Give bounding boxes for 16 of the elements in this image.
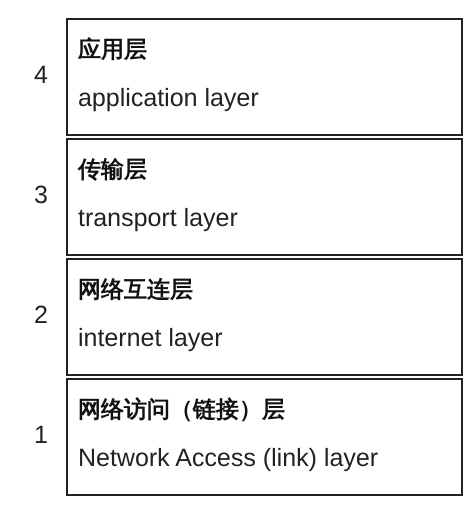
layer-box bbox=[66, 18, 463, 136]
layer-name: Network Access (link) layer bbox=[78, 444, 378, 473]
layer-number: 3 bbox=[34, 181, 48, 210]
layer-number: 1 bbox=[34, 421, 48, 450]
layer-number: 2 bbox=[34, 301, 48, 330]
layer-title: 网络访问（链接）层 bbox=[78, 395, 285, 424]
layer-title: 网络互连层 bbox=[78, 275, 193, 304]
layer-name: transport layer bbox=[78, 204, 238, 233]
layer-box bbox=[66, 138, 463, 256]
layer-box bbox=[66, 378, 463, 496]
layer-title: 应用层 bbox=[78, 35, 147, 64]
layer-title: 传输层 bbox=[78, 155, 147, 184]
layer-name: internet layer bbox=[78, 324, 223, 353]
layer-number: 4 bbox=[34, 61, 48, 90]
layer-box bbox=[66, 258, 463, 376]
layer-name: application layer bbox=[78, 84, 259, 113]
